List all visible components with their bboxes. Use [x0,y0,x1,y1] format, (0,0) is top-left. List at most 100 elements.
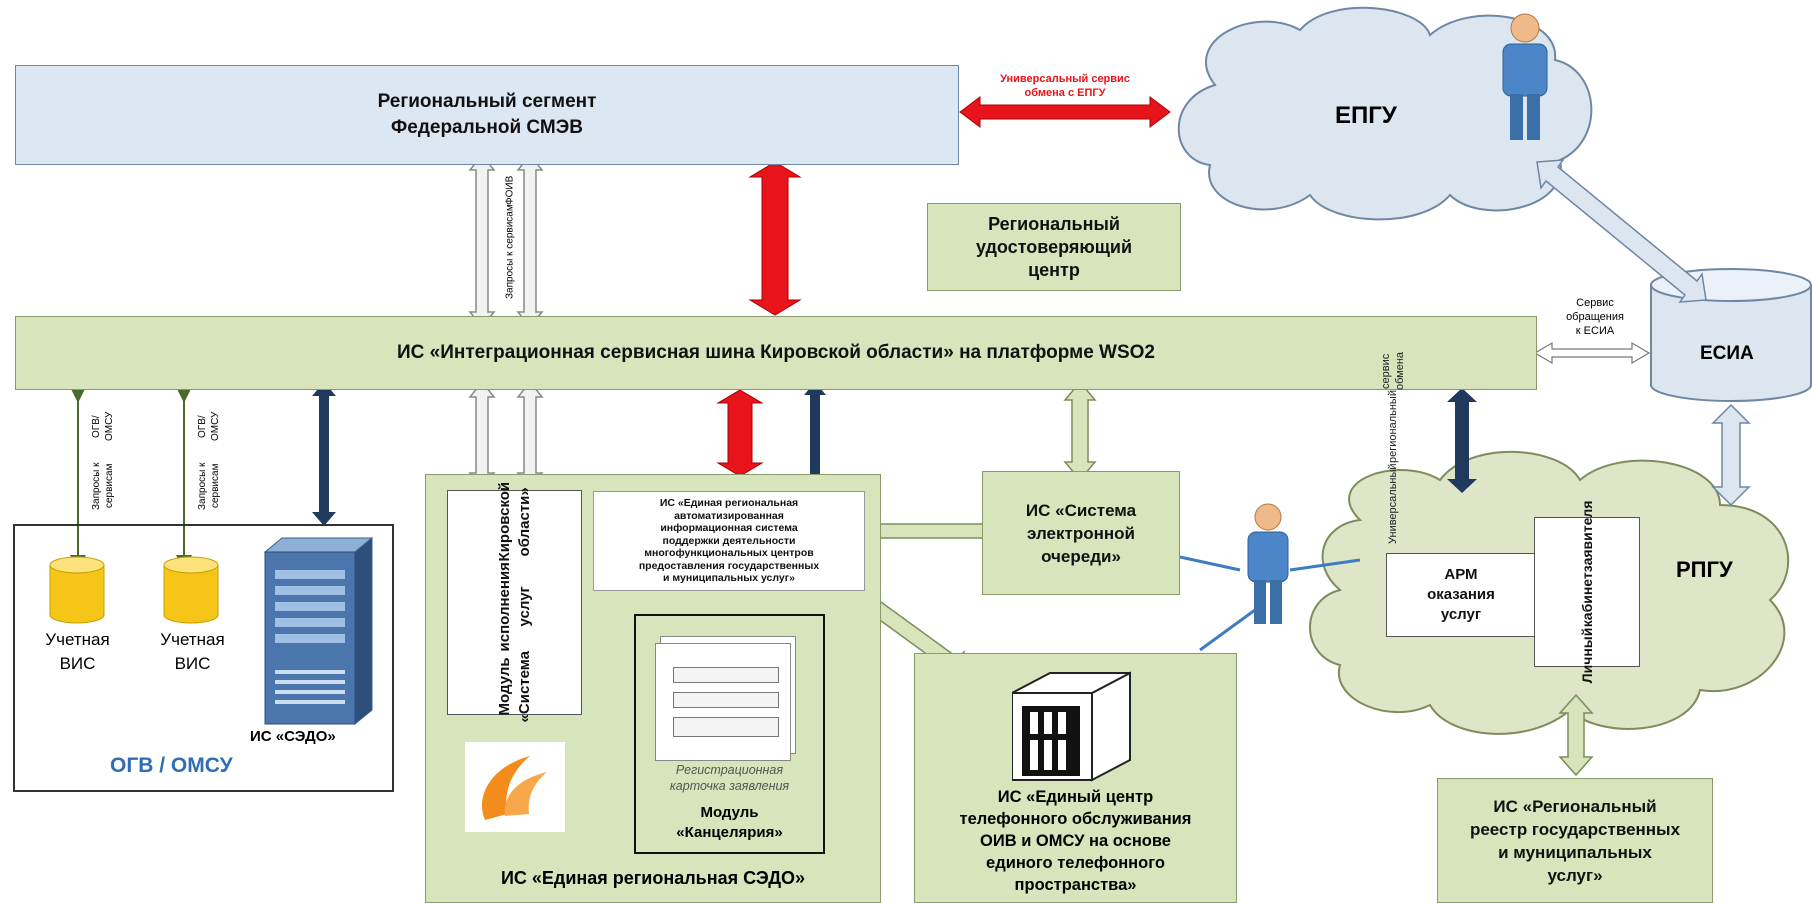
ogv-req-2b: ОГВ/ОМСУ [197,411,221,441]
office-label: Модуль «Канцелярия» [636,803,823,843]
esia-service-1: Сервис [1576,297,1614,309]
uc-line-2: удостоверяющий [975,236,1133,257]
execution-module-label: Модуль «Система исполнения услуг Кировск… [495,482,535,722]
queue-box: ИС «Система электронной очереди» [982,471,1180,595]
uc-line-3: центр [1028,259,1080,280]
esia-service-3: к ЕСИА [1575,325,1615,337]
cc-line-1: ИС «Единый центр [997,788,1154,806]
green-double-arrows [843,380,1594,777]
ogv-group-label: ОГВ / ОМСУ [110,754,233,777]
arm-line-2: оказания [1427,586,1495,603]
smev-title-2: Федеральной СМЭВ [391,117,583,138]
exec-line-3: Кировской области» [495,482,533,562]
queue-line-2: электронной [1027,523,1135,543]
vis-label-1: Учетная ВИС [30,628,125,676]
epgu-label: ЕПГУ [1335,102,1397,129]
esb-esia-arrow [1533,341,1651,365]
epgu-service-label-2: обмена с ЕПГУ [1024,87,1106,99]
cc-line-5: пространства» [1014,876,1137,894]
foiv-requests-label-1: Запросы к сервисам [504,204,516,300]
reg-line-2: реестр государственных [1469,819,1681,839]
vis2-line1: Учетная [160,630,225,649]
registry-box: ИС «Региональный реестр государственных … [1437,778,1713,903]
epgu-service-label: Универсальный сервис обмена с ЕПГУ [975,72,1155,100]
vis1-line1: Учетная [45,630,110,649]
person-icon [1247,503,1289,624]
ogv-requests-label-1: Запросы к сервисам ОГВ/ОМСУ [88,405,118,525]
chancellery-module-box: Регистрационная карточка заявления Модул… [634,614,825,854]
sedo-region-label: ИС «Единая региональная СЭДО» [500,868,806,888]
exec-line-1: Модуль «Система [495,651,533,723]
connector-lines [1179,555,1361,652]
ogv-req-1a: Запросы к сервисам [91,462,115,511]
exec-line-2: исполнения услуг [495,561,533,652]
vis-database-icon [163,556,219,624]
uc-line-1: Региональный [988,213,1120,234]
card-line-1: Регистрационная [675,763,784,777]
personal-cabinet-box: Личный кабинет заявителя [1534,501,1640,683]
universal-exchange-label: Универсальный региональный сервис обмена [1368,352,1418,544]
foiv-requests-label-2: ФОИВ [504,175,516,205]
card-line-2: карточка заявления [669,779,790,793]
arm-box: АРМ оказания услуг [1386,553,1536,637]
esia-service-2: обращения [1566,311,1624,323]
mfc-line-4: поддержки деятельности [662,534,796,547]
ue-line-2: региональный [1387,390,1399,464]
vis2-line2: ВИС [174,654,211,673]
ogv-req-1b: ОГВ/ОМСУ [91,411,115,441]
vis1-line2: ВИС [59,654,96,673]
mfc-line-2: автоматизированная [674,509,784,522]
building-icon [1012,671,1131,782]
vis-label-2: Учетная ВИС [145,628,240,676]
cc-line-2: телефонного обслуживания [959,810,1192,828]
sedo-logo [465,742,565,832]
arm-line-1: АРМ [1444,566,1478,583]
ogv-requests-label-2: Запросы к сервисам ОГВ/ОМСУ [194,405,224,525]
office-line-2: «Канцелярия» [676,824,783,841]
smev-esb-foiv-arrows [468,153,544,329]
office-line-1: Модуль [700,804,759,821]
mfc-line-1: ИС «Единая региональная [659,497,799,510]
mfc-line-3: информационная система [660,522,798,535]
reg-line-4: услуг» [1547,865,1603,885]
arm-line-3: услуг [1440,606,1482,623]
server-icon [263,536,374,726]
mfc-line-7: и муниципальных услуг» [663,572,795,585]
epgu-service-label-1: Универсальный сервис [1000,73,1130,85]
cc-line-3: ОИВ и ОМСУ на основе [980,832,1171,850]
esia-label: ЕСИА [1700,343,1754,364]
person-icon [1502,13,1548,140]
cab-line-1: Личный [1579,627,1595,684]
foiv-requests-label: Запросы к сервисам ФОИВ [495,175,525,300]
ue-line-3: сервис обмена [1380,352,1406,391]
mfc-line-5: многофункциональных центров [644,547,814,560]
red-arrows [716,96,1171,477]
ue-line-1: Универсальный [1387,463,1399,544]
ogv-req-2a: Запросы к сервисам [197,462,221,511]
cabinet-label: Личный кабинет заявителя [1578,501,1596,683]
reg-line-3: и муниципальных [1498,842,1652,862]
call-center-label: ИС «Единый центр телефонного обслуживани… [914,786,1237,896]
execution-module-box: Модуль «Система исполнения услуг Кировск… [447,482,582,723]
cab-line-3: заявителя [1579,500,1595,573]
esb-bar: ИС «Интеграционная сервисная шина Кировс… [15,316,1537,390]
smev-title-1: Региональный сегмент [377,91,597,112]
document-icon [655,636,796,761]
reg-line-1: ИС «Региональный [1493,796,1657,816]
mfc-line-6: предоставления государственных [638,559,820,572]
queue-line-3: очереди» [1041,546,1121,566]
vis-database-icon [49,556,105,624]
rpgu-label: РПГУ [1676,557,1733,582]
blue-double-arrows [1536,159,1751,507]
esb-label: ИС «Интеграционная сервисная шина Кировс… [397,342,1155,363]
esia-service-label: Сервис обращения к ЕСИА [1550,296,1640,338]
cab-line-2: кабинет [1579,572,1595,628]
certification-center-box: Региональный удостоверяющий центр [927,203,1181,291]
queue-line-1: ИС «Система [1025,500,1137,520]
mfc-system-box: ИС «Единая региональная автоматизированн… [593,491,865,591]
sedo-label: ИС «СЭДО» [250,728,336,745]
ogv-group-box [13,524,394,792]
smev-box: Региональный сегмент Федеральной СМЭВ [15,65,959,165]
cc-line-4: единого телефонного [986,854,1165,872]
